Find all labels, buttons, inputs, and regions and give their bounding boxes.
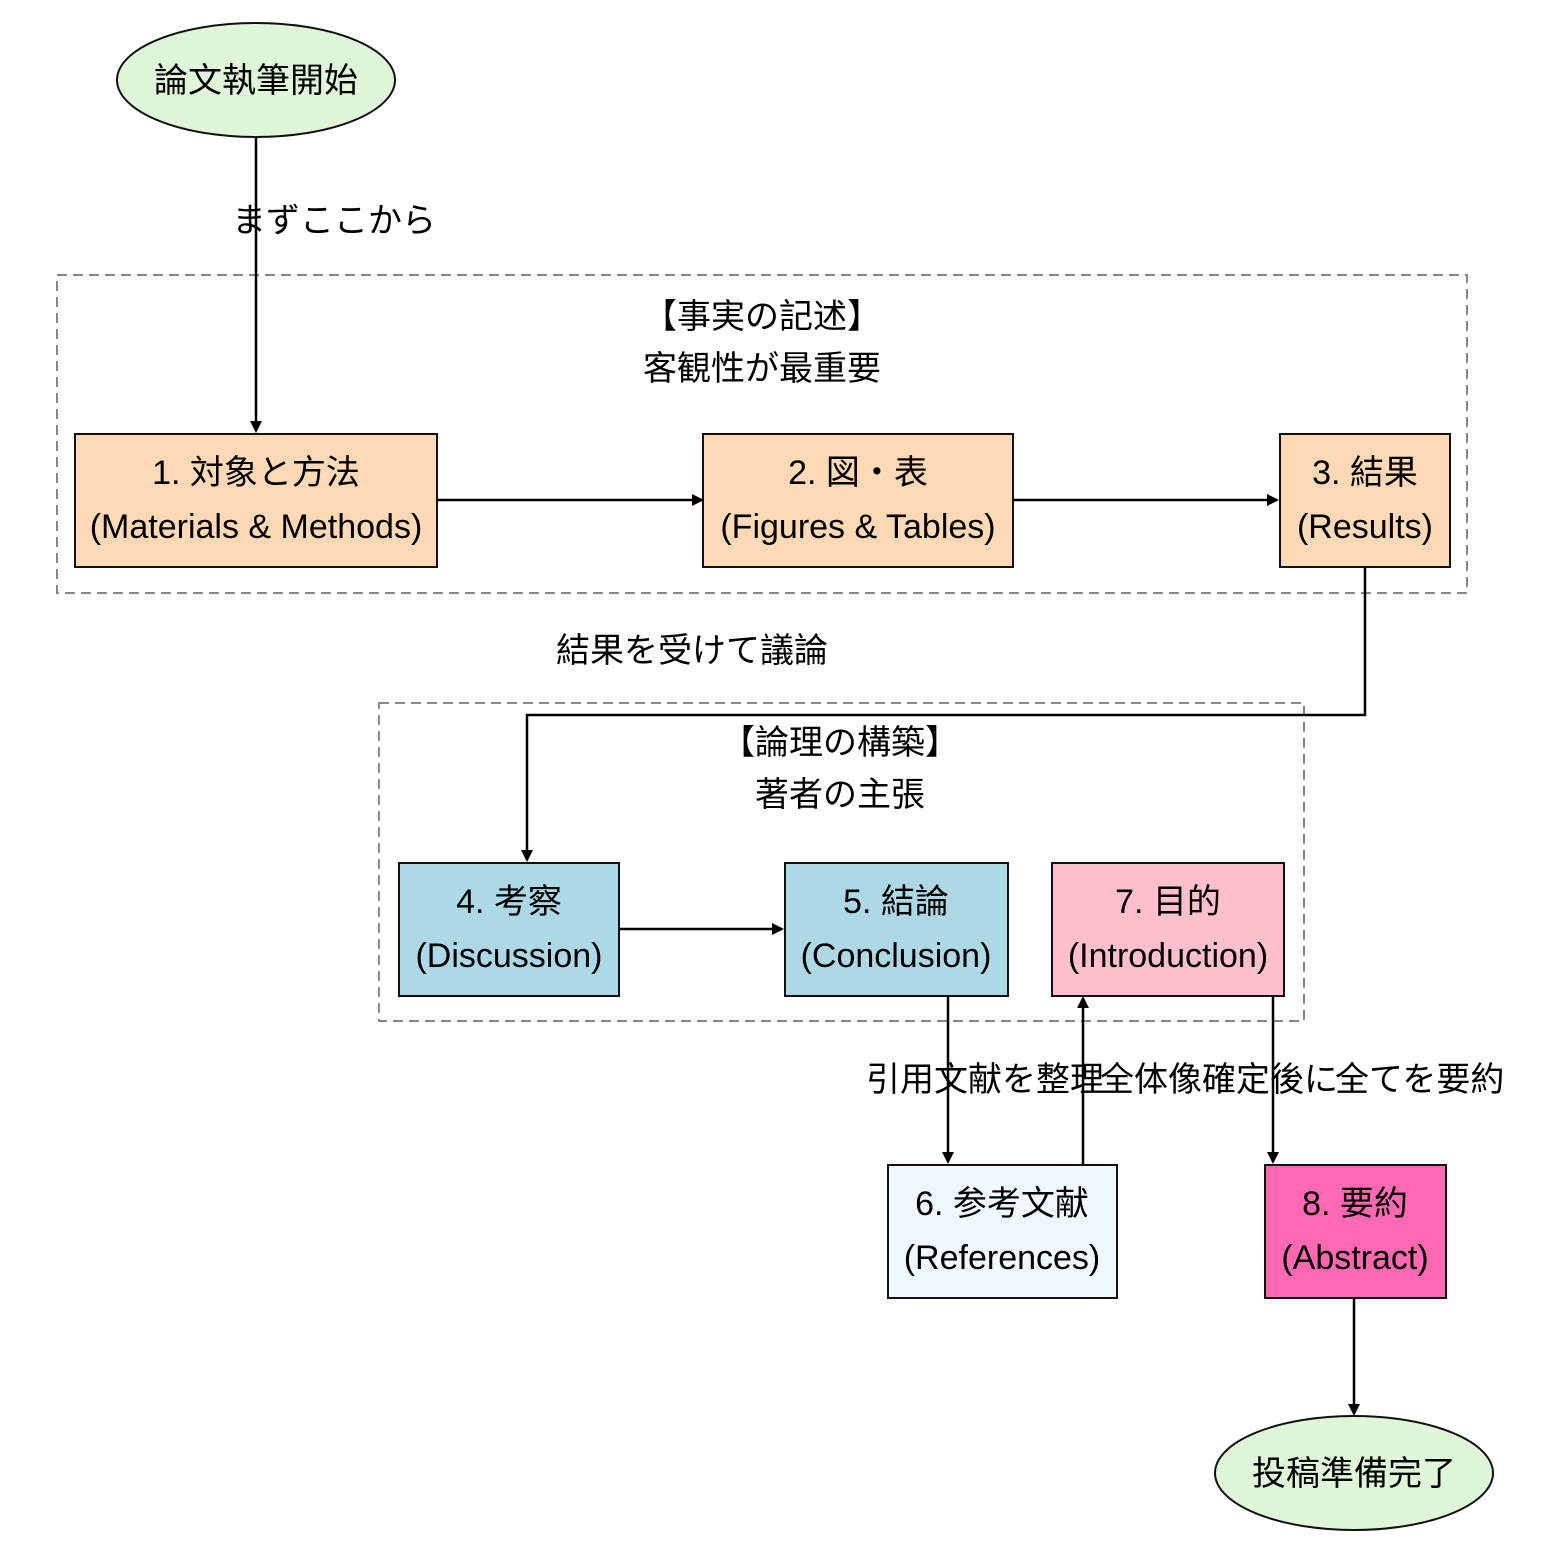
cluster-facts-title: 【事実の記述】	[643, 297, 881, 337]
node-figures-tables: 2. 図・表 (Figures & Tables)	[702, 433, 1014, 568]
end-node-label: 投稿準備完了	[1252, 1455, 1456, 1493]
node-conclusion: 5. 結論 (Conclusion)	[784, 862, 1009, 997]
node-results-title: 3. 結果	[1312, 454, 1418, 492]
edge-results-to-discussion	[521, 567, 1367, 862]
node-references-box	[887, 1164, 1118, 1299]
node-introduction-subtitle: (Introduction)	[1068, 937, 1268, 975]
node-figures-tables-title: 2. 図・表	[788, 454, 928, 492]
start-node: 論文執筆開始	[116, 22, 396, 138]
node-abstract-subtitle: (Abstract)	[1281, 1239, 1428, 1277]
cluster-facts-subtitle: 客観性が最重要	[643, 349, 881, 389]
start-node-shape	[116, 22, 396, 138]
node-figures-tables-box	[702, 433, 1014, 568]
edge-label-results-discussion: 結果を受けて議論	[556, 631, 828, 671]
edges	[250, 138, 1367, 1416]
node-discussion-subtitle: (Discussion)	[415, 937, 602, 975]
cluster-logic-subtitle: 著者の主張	[755, 775, 925, 815]
node-materials-methods-box	[74, 433, 438, 568]
edge-label-start: まずここから	[232, 201, 436, 241]
node-introduction-box	[1051, 862, 1285, 997]
cluster-logic-title: 【論理の構築】	[721, 723, 959, 763]
node-discussion-box	[398, 862, 620, 997]
edge-label-refs-intro: 全体像確定後に	[1100, 1060, 1338, 1100]
edge-label-conclusion-refs: 引用文献を整理	[866, 1060, 1104, 1100]
node-abstract-box	[1264, 1164, 1447, 1299]
end-node: 投稿準備完了	[1214, 1415, 1494, 1531]
node-materials-methods-title: 1. 対象と方法	[152, 454, 360, 492]
node-materials-methods-subtitle: (Materials & Methods)	[90, 508, 423, 546]
end-node-shape	[1214, 1415, 1494, 1531]
node-introduction-title: 7. 目的	[1115, 883, 1221, 921]
node-references-title: 6. 参考文献	[915, 1185, 1089, 1223]
node-conclusion-subtitle: (Conclusion)	[801, 937, 992, 975]
node-materials-methods: 1. 対象と方法 (Materials & Methods)	[74, 433, 438, 568]
node-results-box	[1279, 433, 1451, 568]
start-node-label: 論文執筆開始	[154, 62, 358, 100]
node-results: 3. 結果 (Results)	[1279, 433, 1451, 568]
node-references: 6. 参考文献 (References)	[887, 1164, 1118, 1299]
node-references-subtitle: (References)	[904, 1239, 1101, 1277]
cluster-logic: 【論理の構築】 著者の主張	[378, 702, 1305, 1022]
edge-label-intro-abstract: 全てを要約	[1335, 1060, 1504, 1100]
node-results-subtitle: (Results)	[1297, 508, 1433, 546]
node-introduction: 7. 目的 (Introduction)	[1051, 862, 1285, 997]
cluster-facts: 【事実の記述】 客観性が最重要	[56, 274, 1468, 594]
node-abstract: 8. 要約 (Abstract)	[1264, 1164, 1447, 1299]
node-discussion-title: 4. 考察	[456, 883, 562, 921]
node-discussion: 4. 考察 (Discussion)	[398, 862, 620, 997]
node-conclusion-title: 5. 結論	[843, 883, 949, 921]
node-conclusion-box	[784, 862, 1009, 997]
node-abstract-title: 8. 要約	[1302, 1185, 1408, 1223]
node-figures-tables-subtitle: (Figures & Tables)	[720, 508, 995, 546]
